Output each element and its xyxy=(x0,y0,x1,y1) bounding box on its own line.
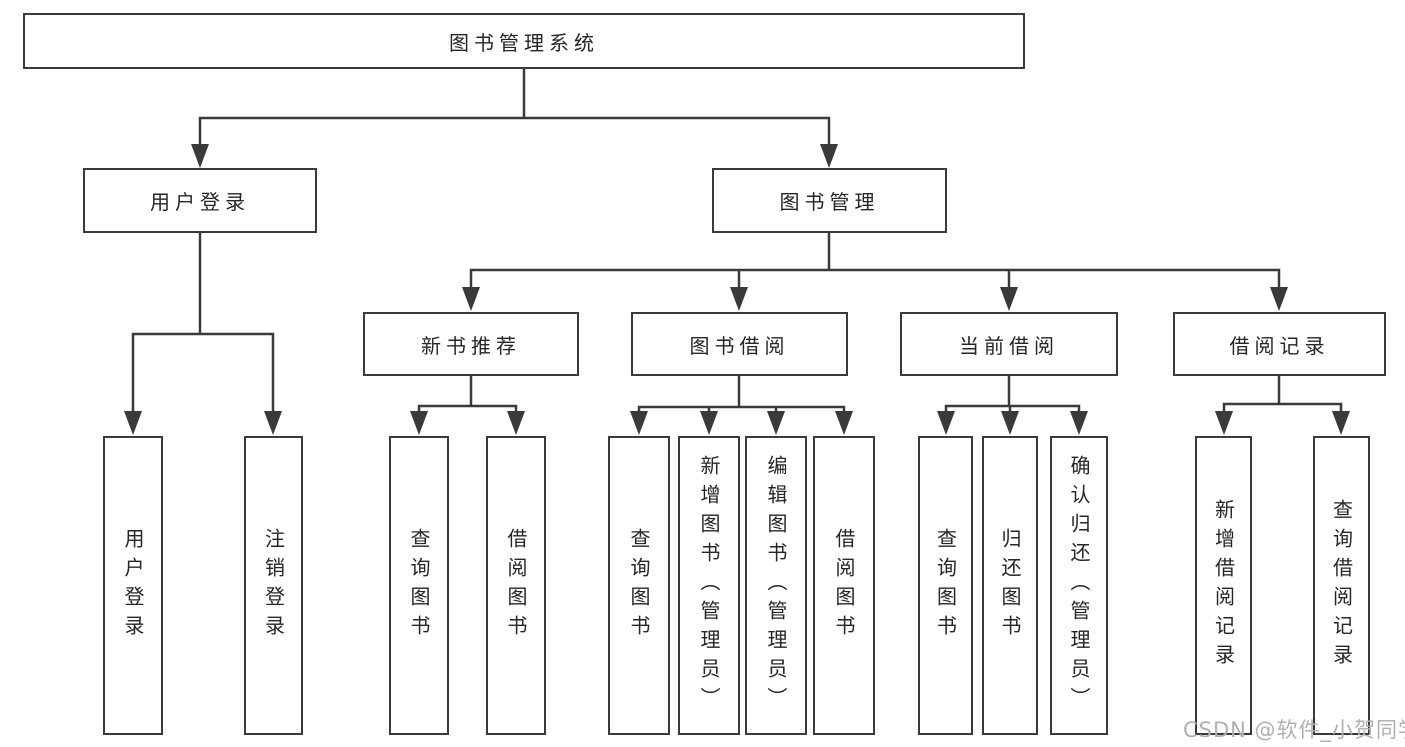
leaf-add-borrow-record: 新增借阅记录 xyxy=(1195,436,1252,735)
leaf-query-books-current: 查询图书 xyxy=(918,436,973,735)
leaf-user-login: 用户登录 xyxy=(103,436,163,735)
node-book-management: 图书管理 xyxy=(712,168,947,233)
node-new-book-recommend: 新书推荐 xyxy=(363,312,579,376)
leaf-borrow-books-recommend: 借阅图书 xyxy=(486,436,546,735)
leaf-query-books-recommend-label: 查询图书 xyxy=(407,527,431,644)
node-borrow-records: 借阅记录 xyxy=(1173,312,1386,376)
leaf-query-books-current-label: 查询图书 xyxy=(933,527,958,644)
leaf-logout-label: 注销登录 xyxy=(261,527,286,644)
node-book-borrow: 图书借阅 xyxy=(631,312,848,376)
leaf-confirm-return-admin: 确认归还（管理员） xyxy=(1050,436,1108,735)
leaf-query-borrow-record-label: 查询借阅记录 xyxy=(1329,498,1354,673)
leaf-query-books-recommend: 查询图书 xyxy=(389,436,449,735)
leaf-logout: 注销登录 xyxy=(244,436,303,735)
leaf-query-books-borrow-label: 查询图书 xyxy=(627,527,651,644)
leaf-edit-book-admin-label: 编辑图书（管理员） xyxy=(764,455,788,716)
leaf-user-login-label: 用户登录 xyxy=(121,527,145,644)
leaf-borrow-books-borrow-label: 借阅图书 xyxy=(832,527,856,644)
node-current-borrow: 当前借阅 xyxy=(900,312,1118,376)
arrowheads xyxy=(124,144,1350,435)
leaf-borrow-books-borrow: 借阅图书 xyxy=(813,436,875,735)
watermark: CSDN @软件_小贺同学 xyxy=(1183,718,1405,742)
leaf-edit-book-admin: 编辑图书（管理员） xyxy=(745,436,807,735)
leaf-confirm-return-admin-label: 确认归还（管理员） xyxy=(1067,455,1091,716)
leaf-borrow-books-recommend-label: 借阅图书 xyxy=(504,527,528,644)
node-user-login: 用户登录 xyxy=(83,168,317,233)
leaf-return-books-label: 归还图书 xyxy=(998,527,1022,644)
leaf-query-borrow-record: 查询借阅记录 xyxy=(1313,436,1370,735)
leaf-add-borrow-record-label: 新增借阅记录 xyxy=(1211,498,1236,673)
leaf-add-book-admin-label: 新增图书（管理员） xyxy=(697,455,721,716)
leaf-query-books-borrow: 查询图书 xyxy=(608,436,670,735)
node-root: 图书管理系统 xyxy=(23,13,1025,69)
leaf-return-books: 归还图书 xyxy=(982,436,1038,735)
leaf-add-book-admin: 新增图书（管理员） xyxy=(678,436,740,735)
